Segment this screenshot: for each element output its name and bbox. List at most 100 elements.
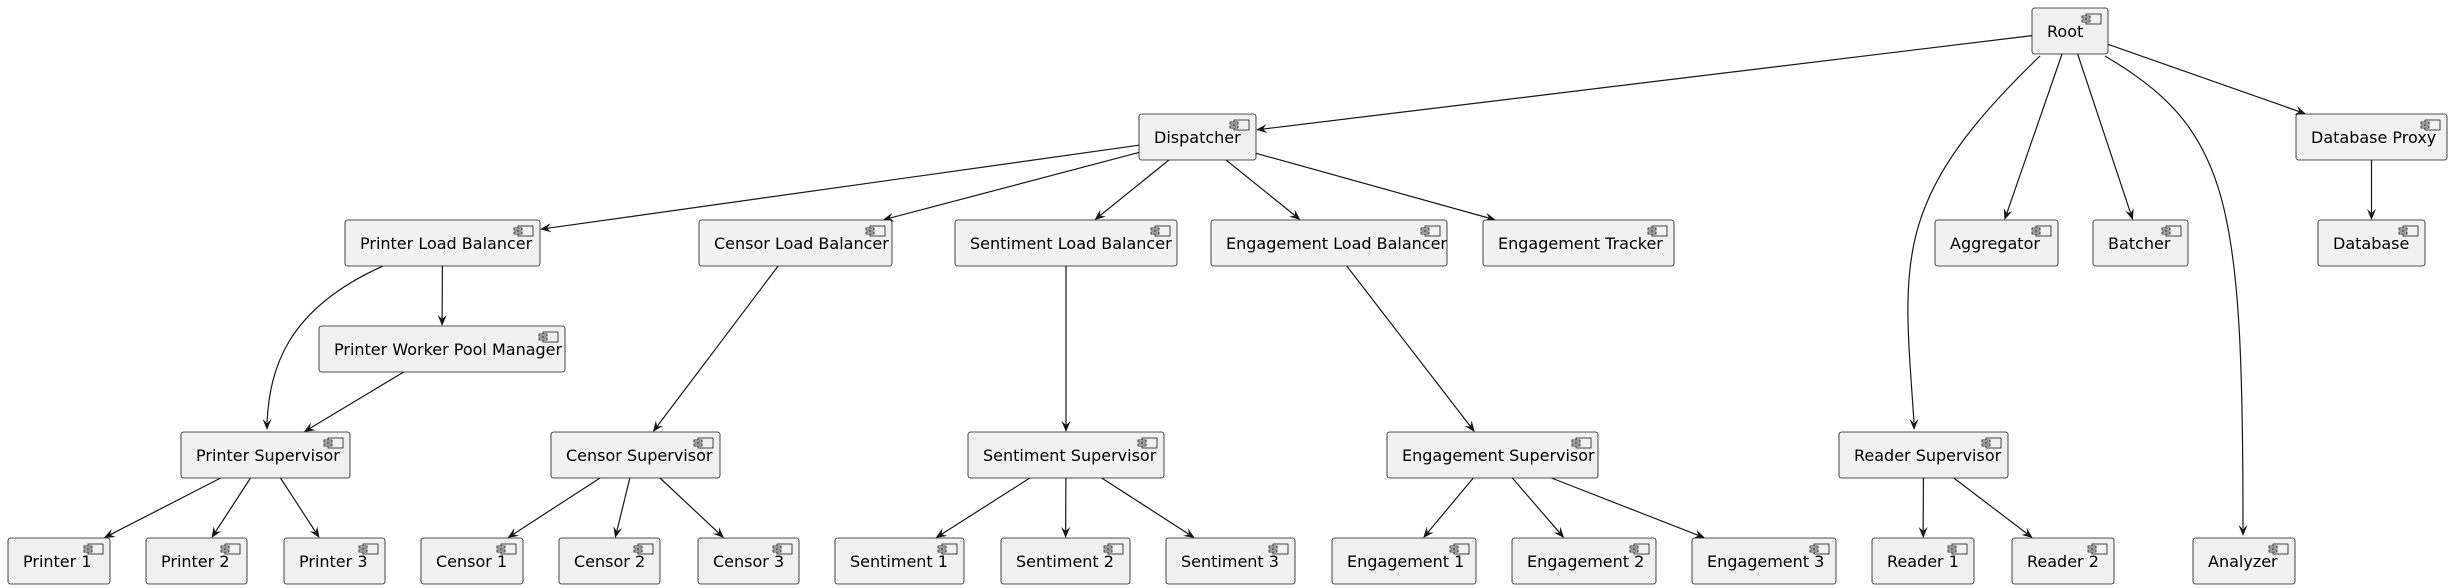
component-icon — [496, 543, 517, 555]
component-box — [1871, 537, 1975, 585]
component-label: Reader 1 — [1887, 552, 1959, 571]
component-label: Engagement 3 — [1707, 552, 1824, 571]
edge-engagement-supervisor-to-engagement-1 — [1423, 477, 1474, 538]
component-icon — [1809, 543, 1830, 555]
component-label: Reader 2 — [2027, 552, 2099, 571]
component-icon — [865, 225, 886, 237]
component-label: Engagement 1 — [1347, 552, 1464, 571]
edge-censor-supervisor-to-censor-1 — [507, 477, 601, 538]
component-database-proxy: Database Proxy — [2295, 113, 2448, 161]
component-icon — [1268, 543, 1289, 555]
component-label: Sentiment 2 — [1016, 552, 1114, 571]
edge-dispatcher-to-engagement-tracker — [1255, 152, 1496, 222]
edge-dispatcher-to-engagement-lb — [1225, 159, 1301, 220]
edge-dispatcher-to-printer-lb — [540, 144, 1140, 233]
edge-root-to-dispatcher — [1256, 35, 2033, 134]
component-icon — [2420, 119, 2441, 131]
component-reader-2: Reader 2 — [2011, 537, 2115, 585]
component-engagement-lb: Engagement Load Balancer — [1210, 219, 1447, 267]
component-icon — [513, 225, 534, 237]
edge-root-to-aggregator — [2003, 53, 2063, 220]
component-censor-lb: Censor Load Balancer — [698, 219, 893, 267]
edge-censor-lb-to-censor-supervisor — [652, 265, 779, 432]
component-icon — [1420, 225, 1441, 237]
edge-printer-lb-to-printer-supervisor — [262, 265, 384, 430]
component-icon — [1150, 225, 1171, 237]
component-engagement-3: Engagement 3 — [1691, 537, 1837, 585]
component-box — [283, 537, 386, 585]
component-box — [2192, 537, 2296, 585]
component-box — [420, 537, 524, 585]
component-icon — [2268, 543, 2289, 555]
component-icon — [2087, 543, 2108, 555]
edge-printer-supervisor-to-printer-2 — [211, 477, 252, 538]
component-box — [697, 537, 800, 585]
component-label: Aggregator — [1950, 234, 2040, 253]
edge-censor-supervisor-to-censor-2 — [613, 477, 631, 538]
component-icon — [937, 543, 958, 555]
component-box — [550, 431, 721, 479]
component-icon — [1449, 543, 1470, 555]
component-sentiment-2: Sentiment 2 — [1000, 537, 1131, 585]
component-label: Batcher — [2108, 234, 2171, 253]
component-icon — [1947, 543, 1968, 555]
edge-root-to-analyzer — [2104, 55, 2248, 536]
edge-dispatcher-to-sentiment-lb — [1094, 159, 1170, 220]
edge-engagement-supervisor-to-engagement-2 — [1511, 477, 1565, 538]
component-icon — [1981, 437, 2002, 449]
edge-printer-lb-to-printer-pool-manager — [437, 265, 447, 326]
component-box — [1934, 219, 2059, 267]
component-label: Engagement Load Balancer — [1226, 234, 1447, 253]
component-label: Root — [2047, 22, 2083, 41]
component-label: Printer 2 — [161, 552, 230, 571]
component-label: Printer Supervisor — [196, 446, 340, 465]
component-box — [344, 219, 541, 267]
component-icon — [1103, 543, 1124, 555]
component-label: Censor 2 — [574, 552, 645, 571]
component-icon — [1137, 437, 1158, 449]
edge-root-to-database-proxy — [2107, 43, 2307, 115]
edge-reader-supervisor-to-reader-1 — [1918, 477, 1928, 538]
component-box — [1482, 219, 1675, 267]
edge-reader-supervisor-to-reader-2 — [1953, 477, 2033, 538]
edge-sentiment-supervisor-to-sentiment-1 — [935, 477, 1031, 538]
component-sentiment-supervisor: Sentiment Supervisor — [967, 431, 1165, 479]
component-censor-supervisor: Censor Supervisor — [550, 431, 721, 479]
component-box — [2092, 219, 2189, 267]
component-icon — [2398, 225, 2419, 237]
component-label: Database Proxy — [2311, 128, 2436, 147]
component-label: Analyzer — [2208, 552, 2278, 571]
component-icon — [1629, 543, 1650, 555]
component-sentiment-lb: Sentiment Load Balancer — [954, 219, 1178, 267]
component-sentiment-1: Sentiment 1 — [834, 537, 965, 585]
edge-censor-supervisor-to-censor-3 — [659, 477, 724, 538]
component-icon — [323, 437, 344, 449]
component-label: Censor Load Balancer — [714, 234, 889, 253]
component-box — [180, 431, 351, 479]
edge-printer-supervisor-to-printer-3 — [279, 477, 320, 538]
edge-root-to-reader-supervisor — [1907, 55, 2041, 430]
component-icon — [358, 543, 379, 555]
edges-layer — [103, 35, 2376, 539]
component-label: Engagement Tracker — [1498, 234, 1663, 253]
component-batcher: Batcher — [2092, 219, 2189, 267]
component-icon — [1571, 437, 1592, 449]
component-database: Database — [2317, 219, 2426, 267]
component-aggregator: Aggregator — [1934, 219, 2059, 267]
component-icon — [2081, 13, 2102, 25]
component-printer-1: Printer 1 — [7, 537, 111, 585]
component-box — [2011, 537, 2115, 585]
component-icon — [772, 543, 793, 555]
component-box — [1386, 431, 1599, 479]
component-printer-pool-manager: Printer Worker Pool Manager — [318, 325, 566, 373]
edge-database-proxy-to-database — [2367, 160, 2376, 220]
component-label: Sentiment Load Balancer — [970, 234, 1172, 253]
component-box — [1691, 537, 1837, 585]
component-label: Printer 3 — [299, 552, 368, 571]
component-label: Sentiment Supervisor — [983, 446, 1157, 465]
component-box — [834, 537, 965, 585]
edge-printer-supervisor-to-printer-1 — [103, 477, 221, 538]
component-label: Dispatcher — [1154, 128, 1241, 147]
component-box — [1000, 537, 1131, 585]
